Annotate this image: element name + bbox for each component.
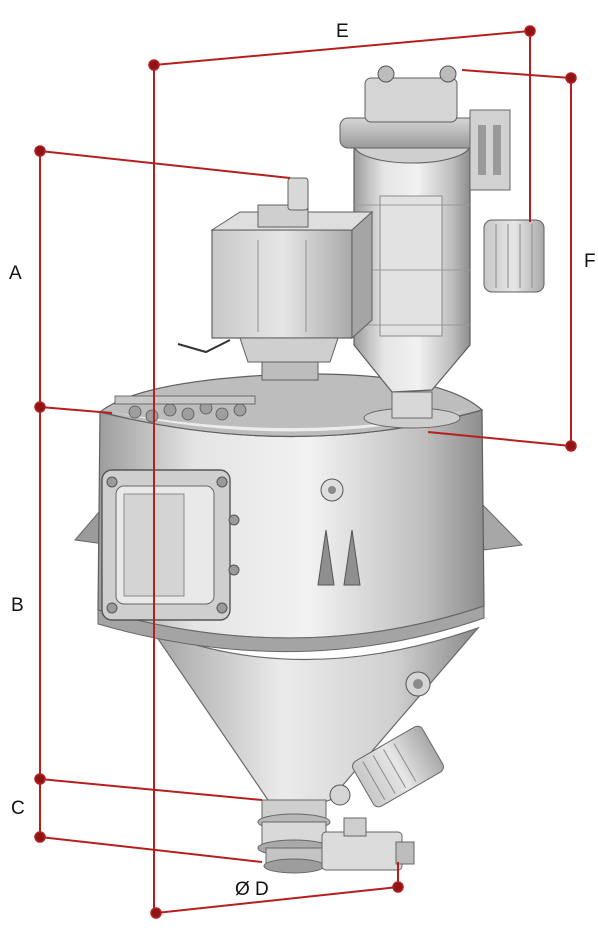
discharge-actuator	[321, 817, 415, 871]
dimension-marker-icon	[34, 401, 46, 413]
dim-f-top-extension	[461, 69, 572, 79]
dimension-marker-icon	[34, 145, 46, 157]
dimension-label-f: F	[584, 251, 596, 272]
body-marking	[317, 529, 361, 586]
dimension-marker-icon	[565, 440, 577, 452]
gearbox-icon	[177, 177, 374, 381]
dim-a-top-extension	[39, 150, 291, 179]
inspection-door-icon	[101, 469, 240, 621]
dimension-marker-icon	[34, 773, 46, 785]
top-fitting-icon	[377, 65, 395, 83]
dim-ab-extension	[39, 406, 113, 414]
drive-column	[339, 65, 481, 429]
dim-c-bottom-extension	[39, 836, 263, 863]
discharge-outlet	[257, 799, 331, 874]
cone-port-left	[329, 784, 351, 806]
dimension-marker-icon	[565, 72, 577, 84]
dimension-label-a: A	[9, 263, 22, 284]
dimension-marker-icon	[524, 25, 536, 37]
dim-e-horizontal	[153, 30, 531, 66]
conical-hopper	[150, 626, 480, 807]
dimension-label-d: Ø D	[235, 879, 269, 900]
dimension-marker-icon	[34, 831, 46, 843]
dim-d-horizontal	[155, 886, 399, 914]
dimension-lines	[34, 25, 577, 919]
dimension-label-e: E	[336, 21, 349, 42]
mixer-machine	[74, 65, 545, 874]
right-support-lug	[477, 498, 524, 551]
instrument-cluster	[469, 109, 511, 191]
dimension-label-b: B	[11, 595, 24, 616]
dimension-label-c: C	[11, 798, 25, 819]
dimension-marker-icon	[148, 59, 160, 71]
dim-f-bottom-extension	[427, 431, 572, 447]
drive-motor-icon	[483, 219, 545, 293]
dimension-marker-icon	[392, 881, 404, 893]
dim-bc-extension	[39, 778, 263, 801]
dimension-marker-icon	[150, 907, 162, 919]
chopper-drive-motor-icon	[352, 725, 444, 808]
